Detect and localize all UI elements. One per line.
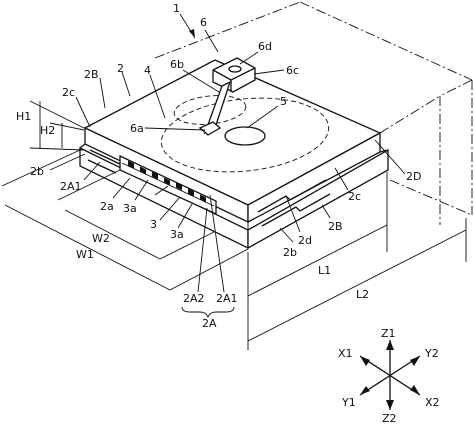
label-2B-right: 2B — [328, 220, 343, 233]
label-6c: 6c — [286, 64, 299, 77]
label-2a: 2a — [100, 200, 114, 213]
label-W2: W2 — [92, 232, 110, 245]
label-5: 5 — [280, 95, 287, 108]
contact-terminals — [128, 160, 206, 203]
axis-label-y2: Y2 — [424, 347, 439, 360]
label-2A: 2A — [202, 317, 217, 330]
label-4: 4 — [144, 64, 151, 77]
label-2d: 2d — [298, 234, 312, 247]
label-2c-left: 2c — [62, 86, 75, 99]
label-6b: 6b — [170, 58, 184, 71]
label-3a-1: 3a — [123, 202, 137, 215]
label-H2: H2 — [40, 124, 55, 137]
axis-label-y1: Y1 — [341, 396, 356, 409]
label-2A1-left: 2A1 — [60, 180, 82, 193]
label-2D: 2D — [406, 170, 421, 183]
disk — [160, 95, 330, 173]
label-L1: L1 — [318, 264, 331, 277]
label-2B-top: 2B — [84, 68, 99, 81]
label-3a-2: 3a — [170, 228, 184, 241]
dimension-lines — [1, 100, 467, 350]
label-L2: L2 — [356, 288, 369, 301]
label-6: 6 — [200, 16, 207, 29]
head-arm — [198, 57, 256, 136]
label-2b-right: 2b — [283, 246, 297, 259]
label-2A2: 2A2 — [183, 292, 205, 305]
enclosure-outline — [154, 1, 473, 225]
label-2-top: 2 — [117, 62, 124, 75]
label-2c-right: 2c — [348, 190, 361, 203]
label-2b-left: 2b — [30, 165, 44, 178]
label-1: 1 — [173, 2, 180, 15]
label-6d: 6d — [258, 40, 272, 53]
axis-label-x2: X2 — [425, 396, 440, 409]
connector-section — [119, 154, 217, 216]
axis-label-z2: Z2 — [382, 412, 397, 425]
axis-label-x1: X1 — [338, 347, 353, 360]
label-W1: W1 — [76, 248, 94, 261]
leader-lines — [49, 13, 406, 293]
label-3: 3 — [150, 218, 157, 231]
label-2A1-bottom: 2A1 — [216, 292, 238, 305]
label-H1: H1 — [16, 110, 31, 123]
group-brace — [181, 306, 235, 319]
axis-label-z1: Z1 — [381, 327, 396, 340]
axis-triad — [359, 340, 421, 410]
label-6a: 6a — [130, 122, 144, 135]
